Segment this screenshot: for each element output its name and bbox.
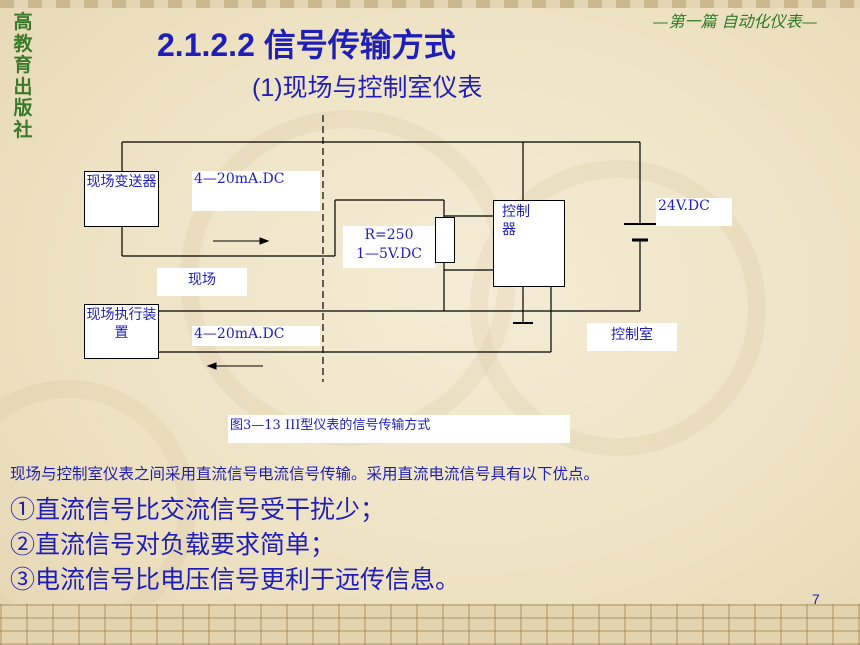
current-arrow-right-head [259, 237, 270, 245]
bottom-border-band [0, 604, 860, 645]
transmitter-label: 现场变送器 [86, 174, 157, 190]
bullet-item: ①直流信号比交流信号受干扰少； [10, 495, 386, 524]
bullet-item: ③电流信号比电压信号更利于远传信息。 [10, 565, 461, 594]
field-label: 现场 [157, 268, 247, 296]
figure-caption: 图3—13 III型仪表的信号传输方式 [228, 415, 570, 443]
signal-label-bottom: 4—20mA.DC [192, 326, 320, 346]
section-header: —第一篇 自动化仪表— [652, 12, 818, 31]
bullet-item: ②直流信号对负载要求简单； [10, 530, 336, 559]
current-arrow-left-head [206, 362, 217, 370]
actuator-box: 现场执行装置 [84, 304, 159, 359]
top-border-band [0, 0, 860, 8]
control-room-label: 控制室 [587, 323, 677, 351]
transmitter-box: 现场变送器 [84, 171, 159, 227]
page-number: 7 [812, 591, 820, 607]
signal-label-top: 4—20mA.DC [192, 171, 320, 211]
intro-paragraph: 现场与控制室仪表之间采用直流信号电流信号传输。采用直流电流信号具有以下优点。 [10, 465, 600, 483]
controller-box: 控制器 [493, 200, 565, 287]
slide-title: 2.1.2.2 信号传输方式 [157, 27, 456, 63]
resistor-value: R=250 [364, 227, 414, 243]
resistor-label: R=250 1—5V.DC [343, 226, 435, 268]
supply-label: 24V.DC [656, 198, 732, 226]
side-publisher-text: 高教育出版社 [13, 11, 33, 141]
resistor [435, 217, 455, 263]
actuator-label: 现场执行装置 [86, 307, 157, 341]
controller-label: 控制器 [502, 204, 530, 238]
voltage-range: 1—5V.DC [356, 246, 422, 262]
slide-subtitle: (1)现场与控制室仪表 [252, 74, 483, 102]
